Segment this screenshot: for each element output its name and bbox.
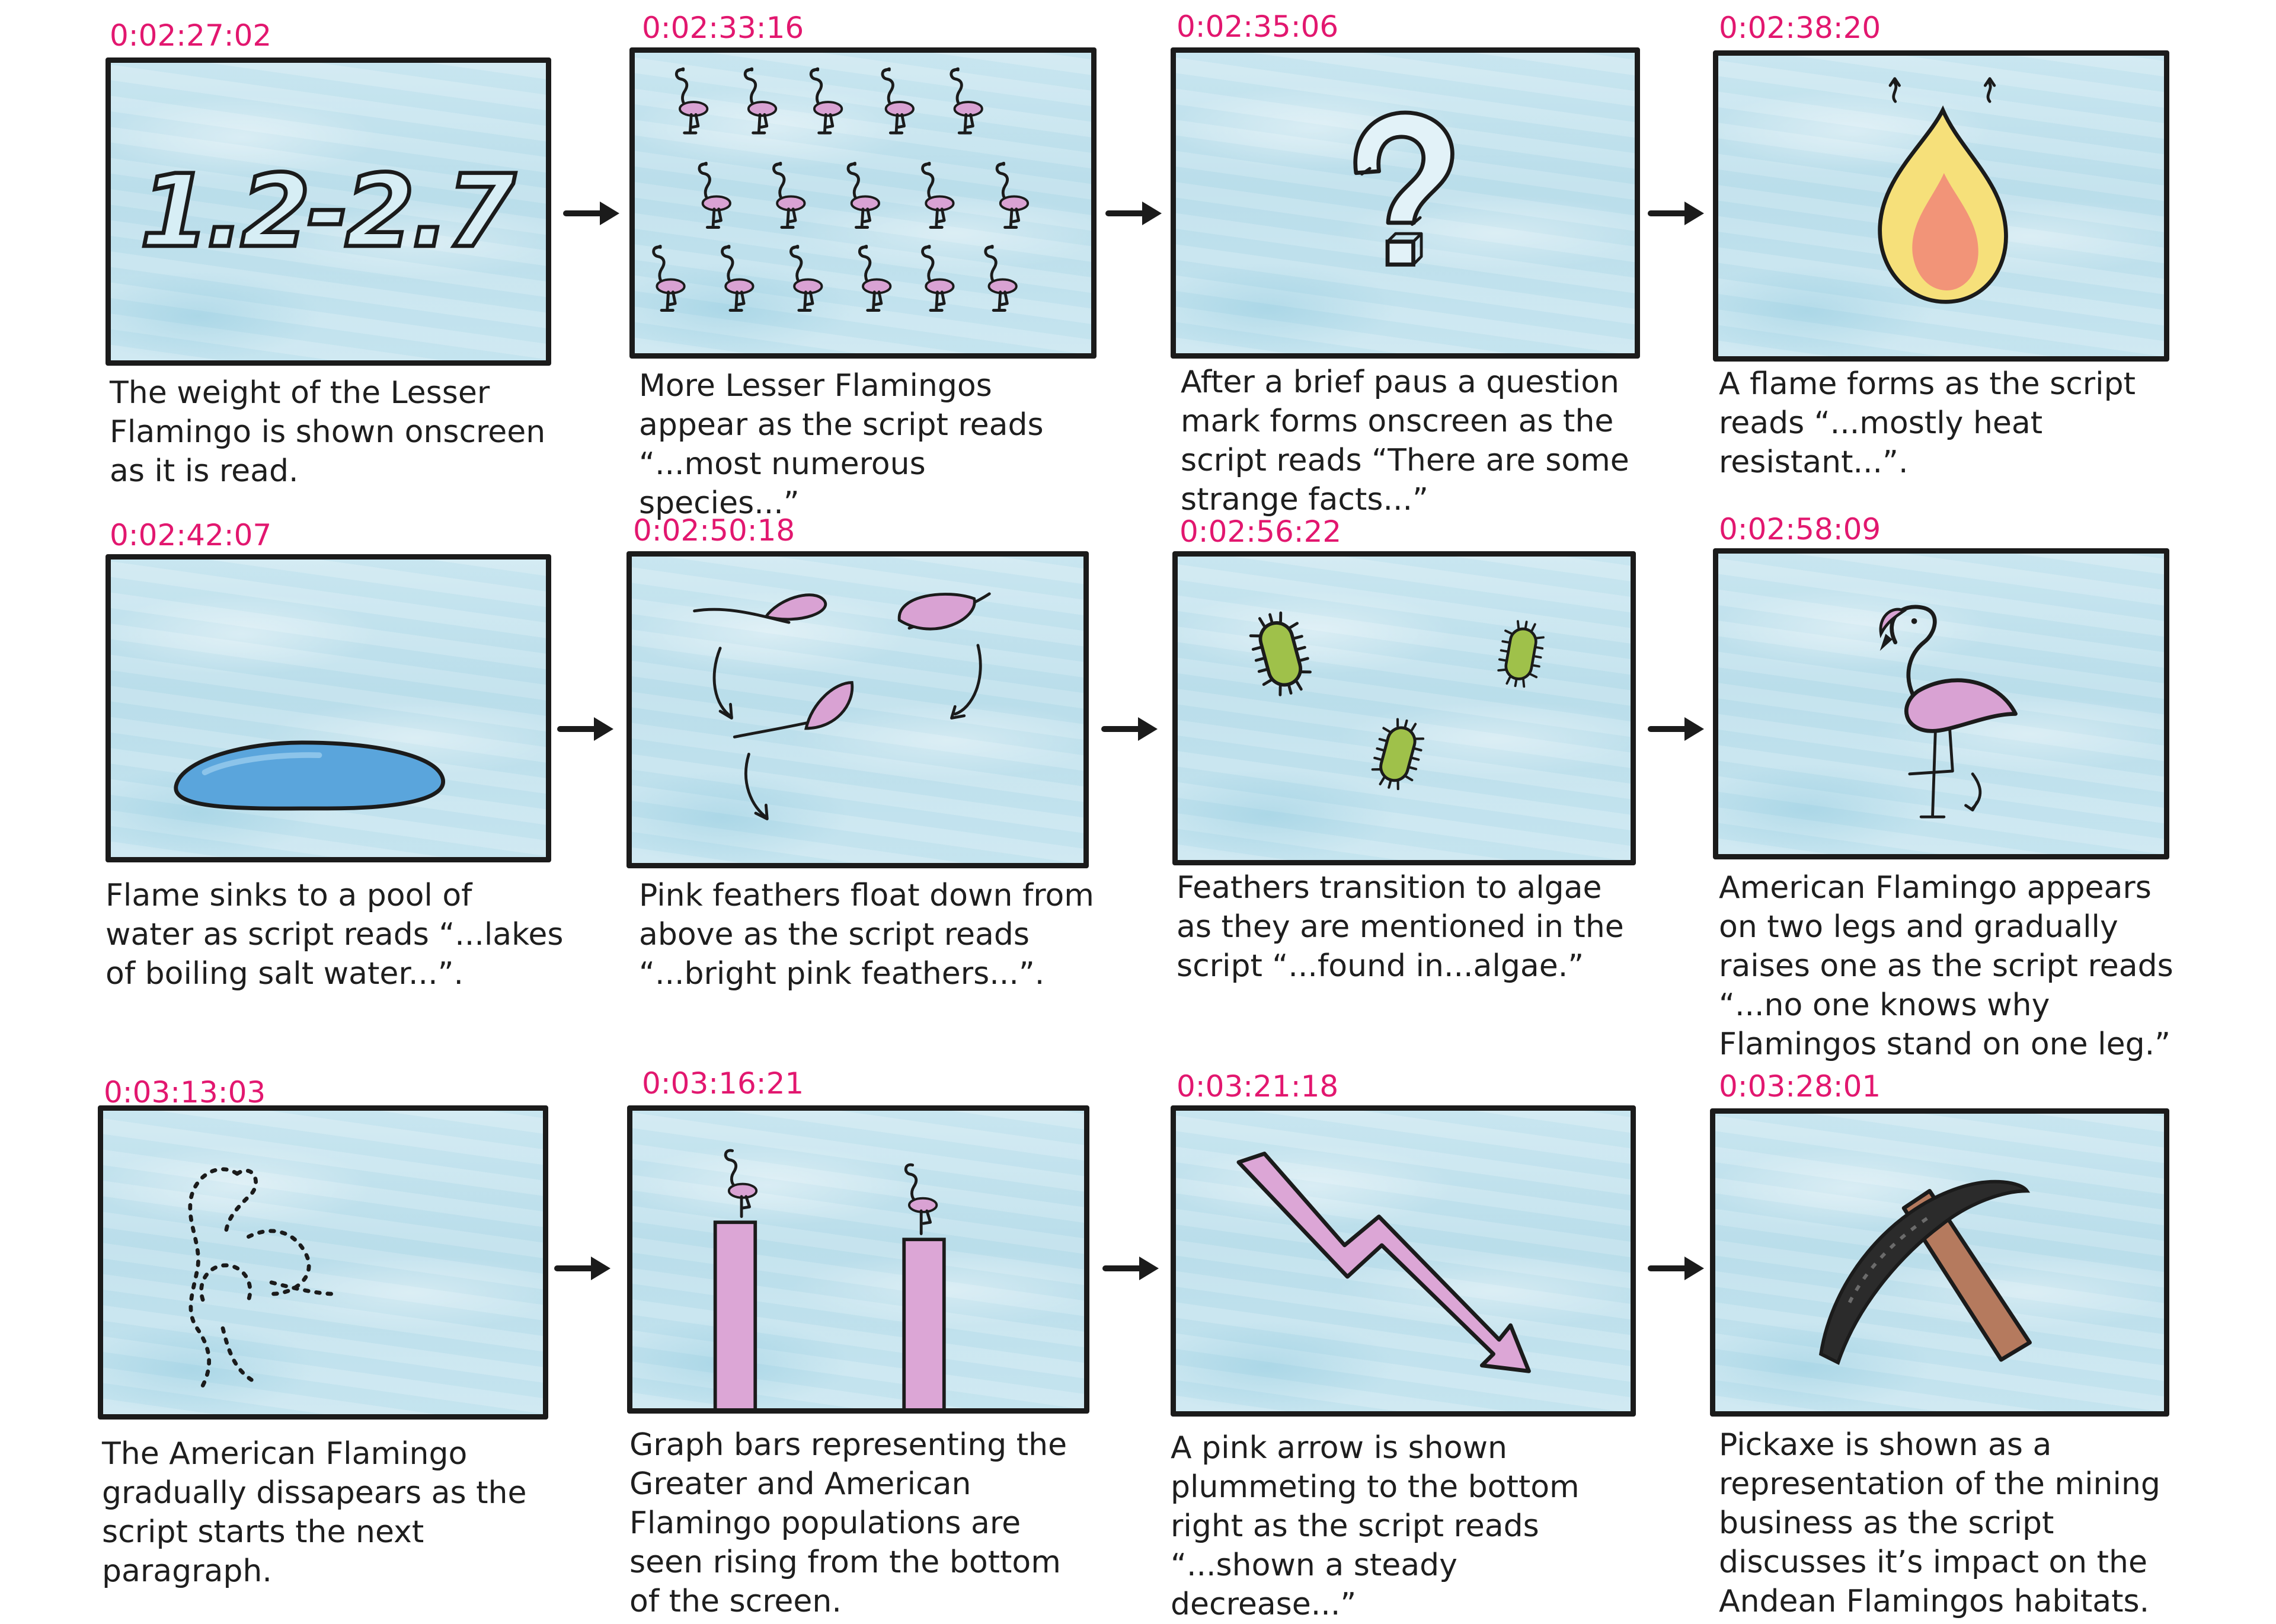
panel-pool: [106, 554, 551, 862]
timecode: 0:02:56:22: [1179, 514, 1342, 549]
flamingo-icon: [1879, 605, 2018, 819]
panel-decline-arrow: [1171, 1105, 1636, 1417]
caption: More Lesser Flamingos appear as the scri…: [639, 368, 1044, 521]
panel-question: [1171, 47, 1640, 359]
panel-weight: 1.2-2.7: [106, 57, 551, 366]
bar-graph-icon: [713, 1149, 946, 1408]
caption: A pink arrow is shown plummeting to the …: [1171, 1430, 1580, 1622]
right-arrow-icon: [1648, 1257, 1704, 1280]
caption: Pickaxe is shown as a representation of …: [1719, 1427, 2160, 1619]
weight-text: 1.2-2.7: [140, 153, 516, 270]
flamingo-row-2: [699, 163, 1028, 227]
feather-illustration: [693, 592, 991, 821]
algae-illustration: [1178, 557, 1631, 860]
dotted-flamingo-icon: [188, 1167, 337, 1388]
caption: After a brief paus a question mark forms…: [1181, 365, 1629, 517]
panel-pickaxe: [1710, 1108, 2169, 1417]
timecode: 0:02:58:09: [1719, 512, 1881, 546]
feather-icon: [693, 593, 827, 720]
pickaxe-icon: [1818, 1179, 2032, 1366]
panel-feathers: [626, 551, 1089, 868]
panel-flock: [629, 47, 1097, 359]
algae-icon: [1246, 608, 1316, 700]
flame-icon: [1878, 77, 2008, 304]
down-trend-arrow-icon: [1236, 1152, 1531, 1373]
timecode: 0:02:50:18: [633, 513, 795, 548]
question-mark-icon: [1353, 110, 1455, 267]
caption: Pink feathers float down from above as t…: [639, 878, 1094, 992]
right-arrow-icon: [1648, 717, 1704, 741]
panel-population-bars: [627, 1105, 1089, 1414]
right-arrow-icon: [1105, 202, 1162, 225]
caption: Feathers transition to algae as they are…: [1177, 870, 1624, 984]
water-pool-icon: [174, 740, 445, 811]
timecode: 0:03:16:21: [642, 1066, 804, 1101]
flamingo-row-1: [676, 69, 982, 133]
timecode: 0:03:28:01: [1719, 1069, 1881, 1104]
caption: The American Flamingo gradually dissapea…: [102, 1436, 527, 1589]
algae-icon: [1495, 618, 1546, 689]
caption: American Flamingo appears on two legs an…: [1719, 870, 2173, 1062]
panel-flamingo: [1713, 548, 2169, 859]
right-arrow-icon: [563, 202, 619, 225]
feather-icon: [733, 681, 854, 821]
panel-disappearing-flamingo: [98, 1105, 548, 1420]
weight-illustration: 1.2-2.7: [138, 151, 522, 272]
caption: The weight of the Lesser Flamingo is sho…: [110, 375, 546, 489]
bar-american-flamingo: [902, 1238, 946, 1408]
timecode: 0:02:27:02: [110, 18, 272, 53]
timecode: 0:03:13:03: [104, 1075, 266, 1110]
timecode: 0:02:35:06: [1177, 9, 1339, 44]
timecode: 0:02:42:07: [110, 518, 272, 552]
timecode: 0:02:38:20: [1719, 11, 1881, 45]
right-arrow-icon: [554, 1257, 610, 1280]
flamingo-icon: [724, 1149, 758, 1219]
right-arrow-icon: [1101, 717, 1158, 741]
flamingo-icon: [904, 1163, 938, 1235]
panel-flame: [1713, 50, 2169, 362]
caption: Graph bars representing the Greater and …: [629, 1427, 1067, 1619]
algae-icon: [1368, 715, 1427, 793]
feather-icon: [897, 592, 991, 720]
caption: A flame forms as the script reads “...mo…: [1719, 366, 2136, 480]
bar-greater-flamingo: [713, 1220, 757, 1408]
right-arrow-icon: [557, 717, 613, 741]
flamingo-flock: [635, 53, 1091, 353]
caption: Flame sinks to a pool of water as script…: [106, 878, 564, 992]
panel-algae: [1172, 551, 1636, 865]
flamingo-row-3: [654, 246, 1016, 310]
right-arrow-icon: [1102, 1257, 1159, 1280]
right-arrow-icon: [1648, 202, 1704, 225]
timecode: 0:03:21:18: [1177, 1069, 1339, 1104]
timecode: 0:02:33:16: [642, 11, 804, 45]
